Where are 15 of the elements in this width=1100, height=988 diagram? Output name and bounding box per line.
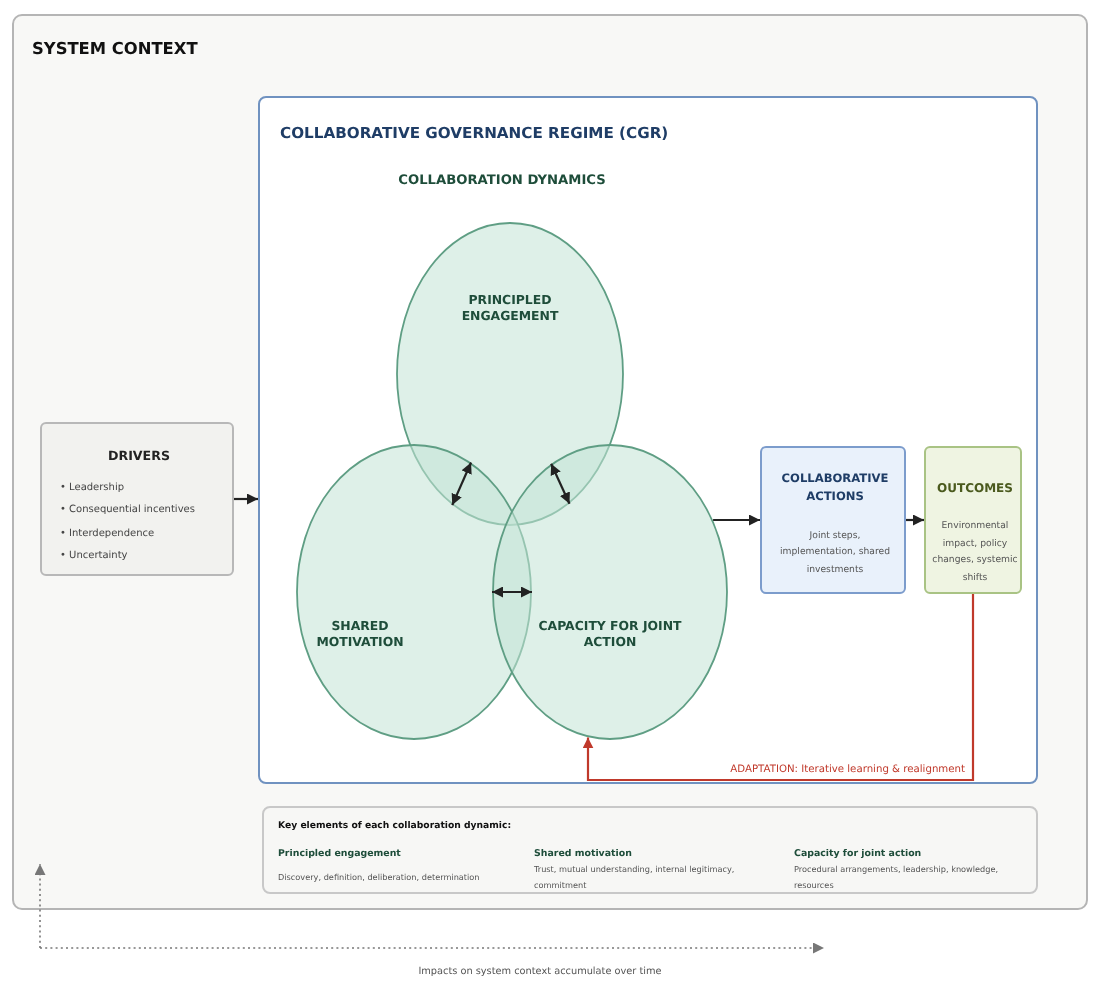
context-panel — [12, 14, 1088, 910]
section-title: SYSTEM CONTEXT — [32, 38, 200, 58]
regime-panel — [258, 96, 1038, 784]
actions-card — [760, 446, 906, 594]
capacity-circle — [492, 444, 728, 740]
arrow — [234, 493, 258, 505]
key-elements-card — [262, 806, 1038, 894]
double-arrow — [451, 462, 473, 506]
arrow — [582, 594, 975, 782]
arrow — [713, 514, 760, 526]
double-arrow — [492, 586, 532, 598]
double-arrow — [550, 463, 571, 505]
drivers-card — [40, 422, 234, 576]
outcomes-card — [924, 446, 1022, 594]
arrow — [906, 514, 924, 526]
